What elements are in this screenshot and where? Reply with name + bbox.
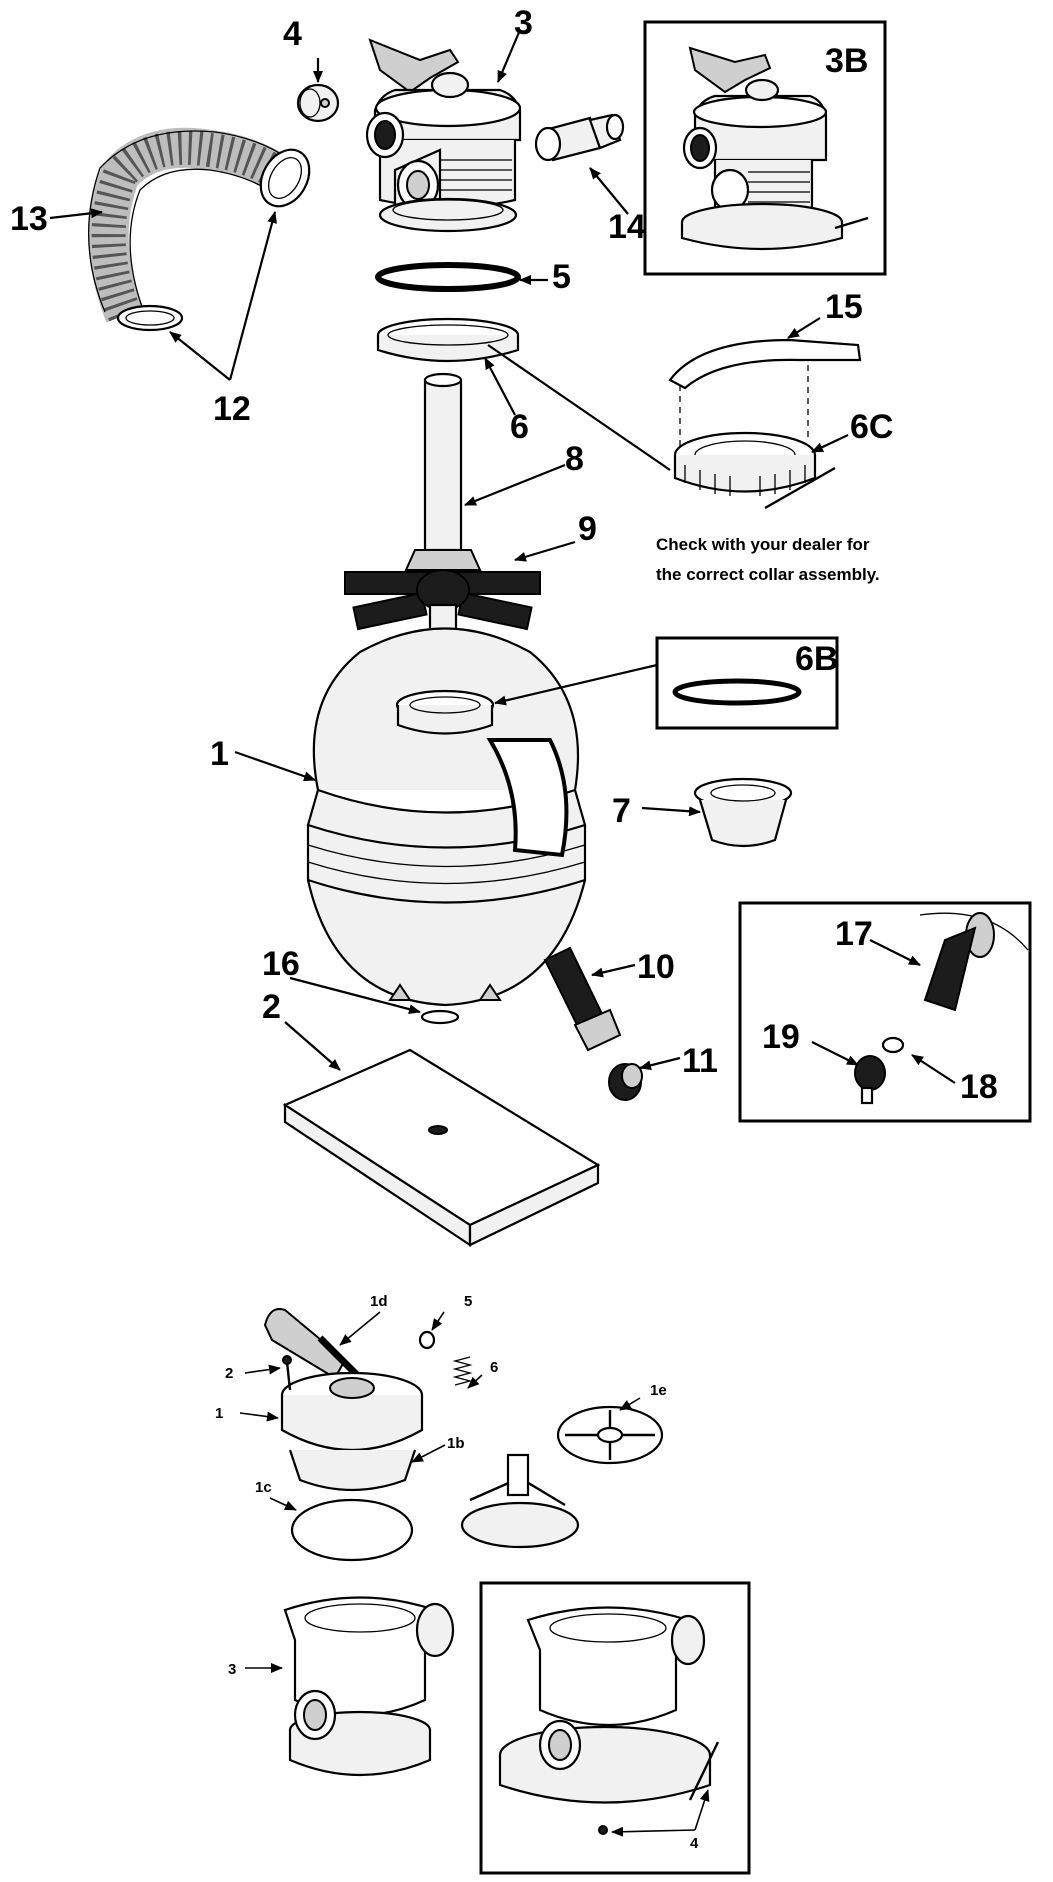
part-7-sand-shield (693, 777, 793, 848)
valve-variant-body (498, 1606, 720, 1835)
leader-arrows (49, 29, 956, 1084)
label-4: 4 (283, 15, 302, 53)
part-15-wrench (668, 338, 862, 390)
valve-spider-gasket-1e (556, 1405, 664, 1465)
label-6: 6 (510, 408, 529, 446)
label-1: 1 (210, 735, 229, 773)
label-6c: 6C (850, 408, 893, 446)
valve-body-1 (280, 1371, 424, 1492)
part-2-base (282, 1048, 601, 1248)
valve-gasket-1c (290, 1498, 414, 1562)
valve-leader-arrows (239, 1311, 710, 1837)
valve-label-1d: 1d (370, 1293, 388, 1310)
valve-label-3: 3 (228, 1661, 236, 1678)
valve-body-3 (283, 1596, 455, 1777)
valve-screw-2 (282, 1355, 292, 1391)
label-17: 17 (835, 915, 873, 953)
box-valve-variant-frame (479, 1581, 751, 1875)
part-3b-valve-variant (680, 46, 869, 251)
part-9-lateral-assembly (344, 549, 541, 652)
valve-o-ring-5 (418, 1330, 436, 1350)
part-19-drain-plug (854, 1055, 886, 1105)
part-11-drain-cap (608, 1063, 643, 1101)
part-6c-collar (673, 365, 836, 510)
part-16-o-ring (420, 1009, 460, 1025)
label-7: 7 (612, 792, 631, 830)
part-13-hose (87, 127, 292, 323)
collar-note: Check with your dealer for the correct c… (656, 535, 880, 584)
valve-handle-1d (263, 1308, 363, 1381)
part-14-hose-adapter (534, 113, 625, 162)
valve-label-2: 2 (225, 1365, 233, 1382)
label-2: 2 (262, 988, 281, 1026)
label-15: 15 (825, 288, 863, 326)
valve-label-1c: 1c (255, 1479, 272, 1496)
valve-label-5: 5 (464, 1293, 472, 1310)
label-11: 11 (682, 1042, 718, 1080)
label-14: 14 (608, 208, 646, 246)
label-6b: 6B (795, 640, 838, 678)
box-6b-frame (655, 636, 839, 730)
part-10-drain-fitting (543, 946, 622, 1052)
label-8: 8 (565, 440, 584, 478)
part-17-drain-screen (919, 912, 1029, 1012)
label-3b: 3B (825, 42, 868, 80)
valve-spring-6 (452, 1356, 473, 1386)
part-6b-o-ring (672, 678, 802, 706)
part-18-o-ring (881, 1036, 905, 1054)
part-number-labels: 4 3 3B 13 14 5 15 12 6 6C 8 9 6B 1 7 17 … (10, 4, 998, 1106)
valve-label-4: 4 (690, 1835, 699, 1852)
label-3: 3 (514, 4, 533, 42)
box-3b-frame (643, 20, 887, 276)
label-13: 13 (10, 200, 48, 238)
label-18: 18 (960, 1068, 998, 1106)
label-5: 5 (552, 258, 571, 296)
label-12: 12 (213, 390, 251, 428)
valve-label-6: 6 (490, 1359, 498, 1376)
part-5-o-ring (375, 262, 521, 292)
valve-label-1e: 1e (650, 1382, 667, 1399)
part-6-clamp-ring (376, 317, 520, 363)
valve-label-1b: 1b (447, 1435, 465, 1452)
part-8-standpipe (423, 372, 463, 552)
collar-note-line1: Check with your dealer for (656, 535, 870, 554)
label-16: 16 (262, 945, 300, 983)
valve-label-1: 1 (215, 1405, 223, 1422)
label-19: 19 (762, 1018, 800, 1056)
valve-part-labels: 1d 5 6 1e 2 1 1b 1c 3 4 (215, 1293, 699, 1852)
collar-note-line2: the correct collar assembly. (656, 565, 880, 584)
part-12-hose-clamps (116, 148, 311, 332)
label-10: 10 (637, 948, 675, 986)
part-1-filter-tank (306, 627, 587, 1007)
box-17-19-frame (738, 901, 1032, 1123)
part-4-cap (296, 83, 340, 123)
part-3-multiport-valve (365, 38, 522, 233)
label-9: 9 (578, 510, 597, 548)
valve-rotor-1b (460, 1453, 580, 1549)
